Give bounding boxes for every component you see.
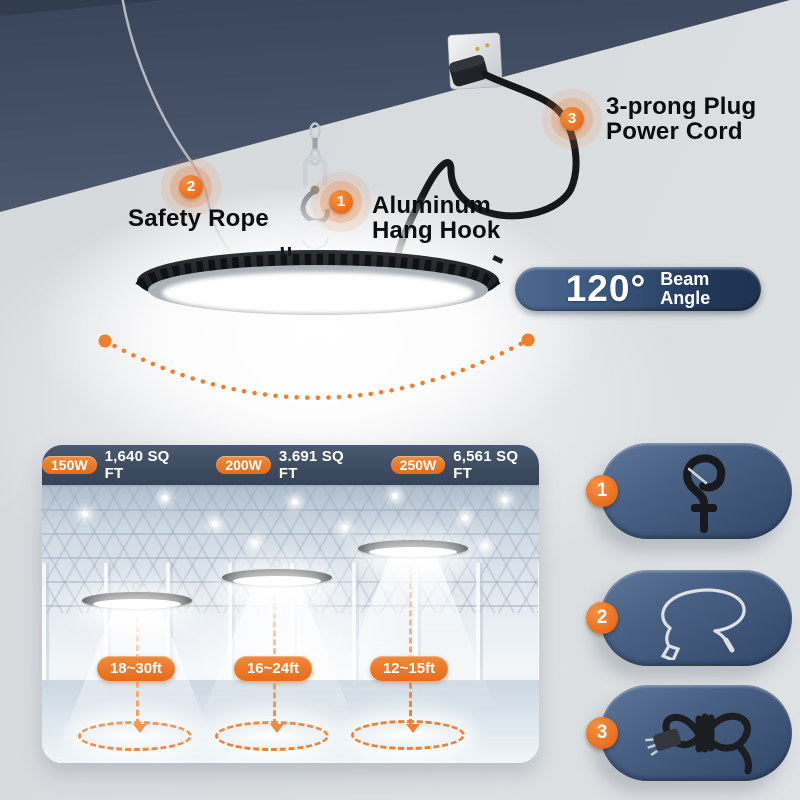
ceiling-light-dot	[342, 525, 348, 531]
hang-hook-label: Aluminum Hang Hook	[372, 193, 500, 243]
lamp-hook-ring	[132, 582, 141, 591]
lamp-lens	[369, 547, 457, 557]
warehouse-photo: 18~30ft 16~24ft 12~15ft	[42, 485, 539, 763]
ceiling-light-dot	[392, 493, 398, 499]
marker-3-power-cord: 3	[560, 107, 584, 131]
ceiling-light-dot	[502, 497, 508, 503]
accessory-panel-cord: 3	[586, 685, 792, 781]
safety-rope-icon	[660, 588, 746, 660]
beam-word: Beam	[660, 269, 710, 289]
power-cord-label: 3-prong Plug Power Cord	[606, 94, 756, 144]
area-text: 1,640 SQ FT	[104, 448, 170, 482]
ceiling-light-dot	[212, 521, 218, 527]
accessory-2-badge: 2	[586, 602, 618, 634]
watt-group-250w: 250W 6,561 SQ FT	[390, 448, 539, 482]
power-cord-icon	[645, 712, 752, 775]
ceiling-light-dot	[292, 499, 298, 505]
beam-angle-value: 120°	[565, 268, 647, 309]
safety-rope-label: Safety Rope	[128, 206, 269, 231]
arrow-down-icon	[406, 724, 420, 733]
beam-angle-words: Beam Angle	[660, 270, 710, 308]
accessory-panel-rope: 2	[586, 570, 792, 666]
coverage-panel: 18~30ft 16~24ft 12~15ft 150W 1,640 SQ FT…	[42, 445, 539, 763]
accessory-panel-hook: 1	[586, 443, 792, 539]
hang-hook-label-line1: Aluminum	[372, 192, 491, 219]
area-text: 3.691 SQ FT	[278, 448, 344, 482]
marker-2-safety-rope: 2	[179, 175, 203, 199]
lamp-hook-ring	[408, 530, 417, 539]
ceiling-light-dot	[252, 540, 258, 546]
ceiling-light-dot	[82, 511, 88, 517]
watt-badge: 150W	[42, 456, 97, 474]
ceiling-plane	[0, 0, 790, 212]
marker-1-hang-hook: 1	[329, 190, 353, 214]
hang-hook-icon	[683, 454, 726, 533]
accessory-3-badge: 3	[586, 717, 618, 749]
lamp-lens	[93, 599, 181, 609]
power-cord-label-line2: Power Cord	[606, 118, 743, 145]
ufo-lamp	[135, 246, 504, 315]
mount-height-badge-150w: 18~30ft	[97, 656, 175, 681]
hang-hook-label-line2: Hang Hook	[372, 217, 501, 244]
area-text: 6,561 SQ FT	[453, 448, 519, 482]
watt-group-150w: 150W 1,640 SQ FT	[42, 448, 190, 482]
angle-word: Angle	[660, 288, 711, 308]
safety-rope-label-text: Safety Rope	[128, 205, 269, 232]
accessory-1-badge: 1	[586, 475, 618, 507]
watt-group-200w: 200W 3.691 SQ FT	[216, 448, 364, 482]
beam-angle-badge: 120° Beam Angle	[515, 267, 761, 311]
ceiling-light-dot	[162, 495, 168, 501]
lamp-hook-ring	[272, 559, 281, 568]
watt-badge: 250W	[390, 456, 446, 474]
mount-height-badge-200w: 16~24ft	[234, 656, 312, 681]
coverage-header: 150W 1,640 SQ FT 200W 3.691 SQ FT 250W 6…	[42, 445, 539, 485]
lamp-lens	[233, 576, 321, 586]
ceiling-light-dot	[482, 543, 488, 549]
watt-badge: 200W	[216, 456, 271, 474]
ceiling-light-dot	[462, 515, 468, 521]
plug	[449, 55, 488, 87]
power-cord-label-line1: 3-prong Plug	[606, 93, 757, 120]
beam-angle-arc	[98, 333, 535, 400]
mount-height-badge-250w: 12~15ft	[370, 656, 448, 681]
